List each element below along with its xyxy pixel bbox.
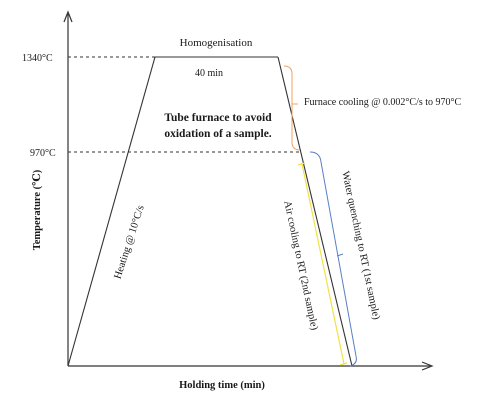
water-quenching-tick	[336, 253, 344, 257]
label-hold-time: 40 min	[195, 68, 223, 79]
air-cooling-bracket	[301, 163, 345, 365]
label-heating: Heating @ 10°C/s	[113, 204, 147, 281]
label-furnace-cooling: Furnace cooling @ 0.002°C/s to 970°C	[304, 97, 462, 108]
cooling-segment	[277, 56, 353, 367]
heating-segment	[67, 56, 156, 367]
label-furnace-line1: Tube furnace to avoid	[164, 112, 272, 124]
x-axis-arrowhead	[421, 361, 434, 371]
furnace-cooling-bracket	[283, 65, 301, 151]
air-cooling-bottom-cap	[339, 362, 348, 366]
air-cooling-top-cap	[297, 162, 306, 166]
thermal-profile	[67, 56, 353, 367]
label-y-axis: Temperature (℃)	[32, 169, 43, 250]
label-x-axis: Holding time (min)	[179, 380, 265, 391]
axes	[63, 10, 434, 371]
tick-1340: 1340°C	[22, 53, 53, 64]
water-quenching-bracket	[309, 151, 357, 367]
y-axis-arrowhead	[63, 10, 73, 23]
label-furnace-line2: oxidation of a sample.	[164, 128, 271, 140]
label-homogenisation: Homogenisation	[180, 37, 253, 49]
tick-970: 970°C	[30, 148, 56, 159]
